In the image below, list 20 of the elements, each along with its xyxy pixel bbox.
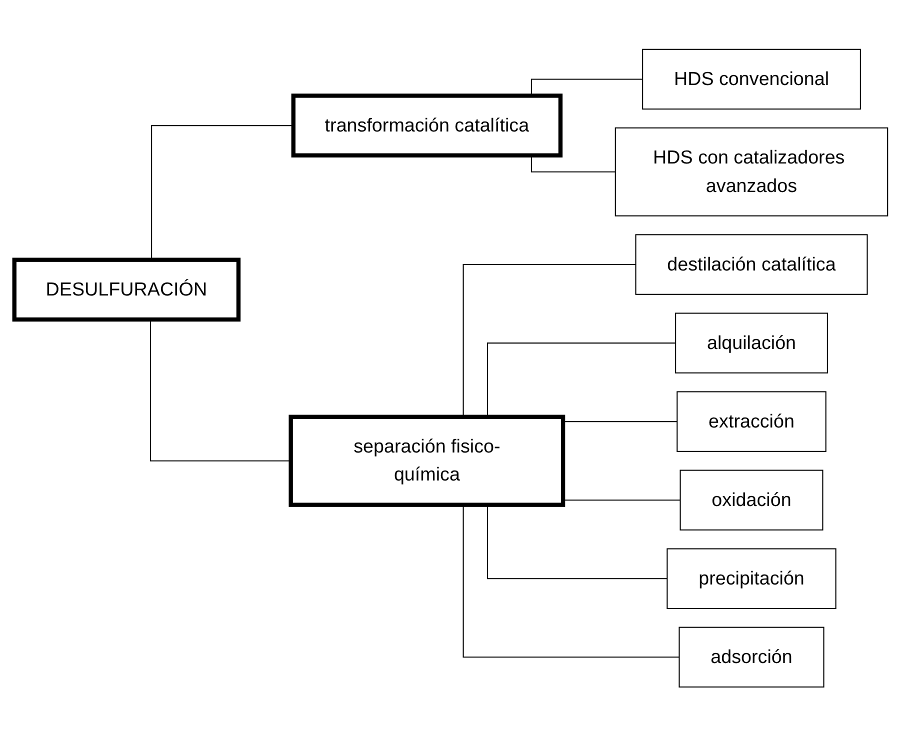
connector [530,78,643,96]
node-box [12,258,241,322]
connector [150,319,291,462]
connector [151,124,294,260]
node-box [675,312,828,374]
node-box [614,127,888,216]
connector [487,504,668,579]
diagram: DESULFURACIÓN transformación catalítica separación fisico-química HDS convencional HDS con catalizadores avanzados destilación catalítica alquilación extracción oxidación precipitación adsorción [6,40,896,696]
node-box [291,93,563,158]
node-box [676,391,826,452]
node-box [288,414,566,507]
node-box [680,470,824,530]
node-box [635,234,868,295]
node-box [678,626,824,688]
node-box [666,548,836,609]
connector [462,264,636,417]
connector [530,155,616,172]
connector [462,504,680,658]
node-box [642,48,861,110]
connector [487,342,676,417]
